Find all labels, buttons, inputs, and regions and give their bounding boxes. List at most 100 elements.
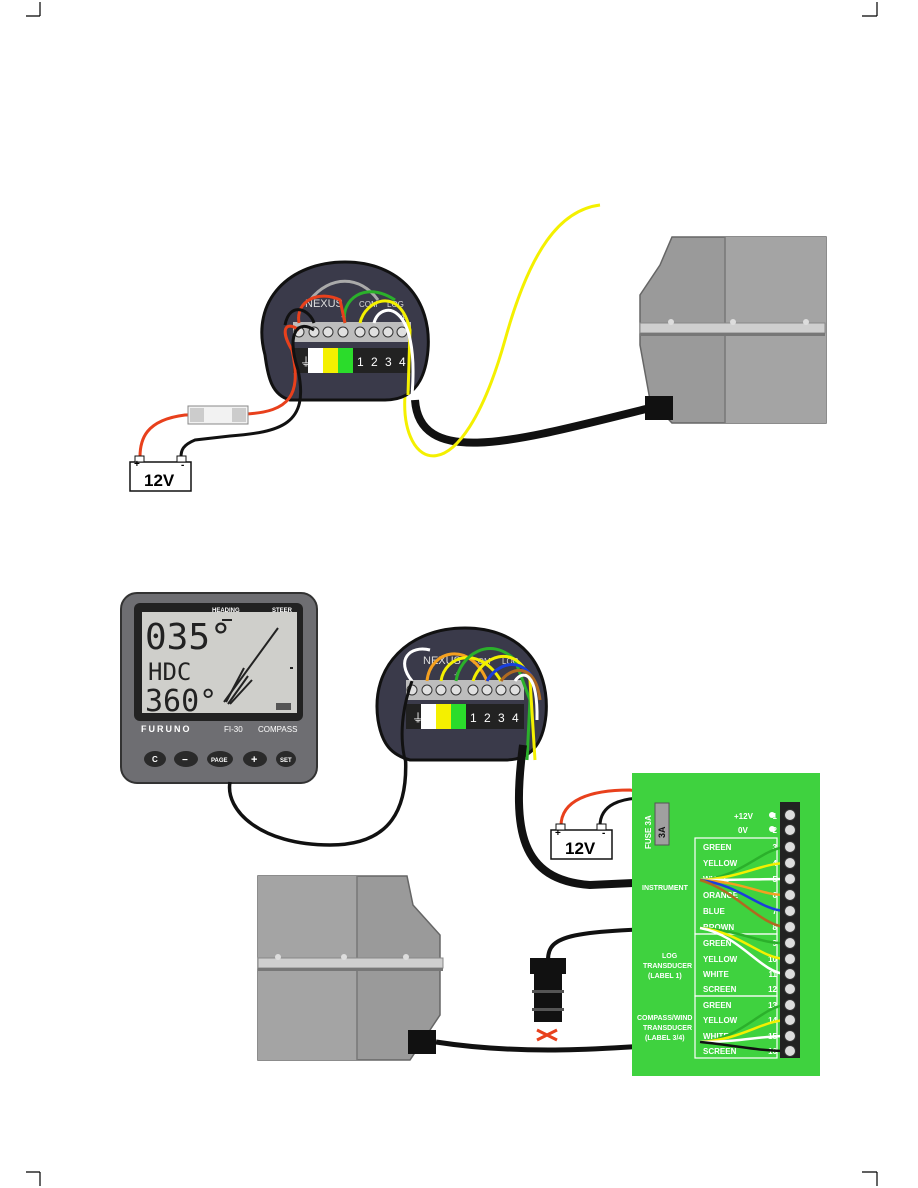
- top-yellow-antenna-wire: [403, 203, 601, 458]
- button-minus[interactable]: [174, 751, 198, 767]
- bottom-transducer-unit: [257, 875, 444, 1061]
- board-row-label: WHITE: [703, 1032, 729, 1041]
- display-buttons: C − PAGE + SET: [144, 751, 296, 767]
- board-log-rows: GREEN YELLOW WHITE SCREEN: [703, 939, 738, 994]
- top-terminal-3: 3: [385, 355, 392, 369]
- bottom-battery: + - 12V: [550, 788, 776, 860]
- board-fuse-value: 3A: [657, 826, 667, 838]
- button-c[interactable]: [144, 751, 166, 767]
- board-compass-label-2: TRANSDUCER: [643, 1025, 692, 1032]
- top-battery-plus: +: [134, 459, 140, 470]
- top-ground-symbol: ⏚: [300, 355, 312, 369]
- board-terminal-num: 10: [768, 955, 777, 964]
- board-row-label: BROWN: [703, 923, 734, 932]
- display-line1: 035°: [145, 617, 232, 658]
- bottom-diagram: HEADING STEER 035° HDC 360° FURUNO FI-30…: [120, 592, 820, 1076]
- board-terminal-num: 6: [773, 891, 778, 900]
- board-log-wires: [699, 926, 786, 976]
- button-set[interactable]: [276, 751, 296, 767]
- board-log-label-1: LOG: [662, 953, 678, 960]
- board-row-label: SCREEN: [703, 1047, 737, 1056]
- top-red-wire: [138, 324, 300, 458]
- board-row-label: GREEN: [703, 1001, 732, 1010]
- top-terminal-numbers: 1 2 3 4: [357, 355, 406, 369]
- board-row-label: GREEN: [703, 939, 732, 948]
- board-compass-label-3: (LABEL 3/4): [645, 1035, 685, 1042]
- board-row-label: SCREEN: [703, 985, 737, 994]
- board-row-label: YELLOW: [703, 955, 738, 964]
- board-log-label-3: (LABEL 1): [648, 973, 682, 980]
- board-row-label: YELLOW: [703, 859, 738, 868]
- board-terminal-num: 13: [768, 1001, 777, 1010]
- bottom-red-wire: [559, 788, 776, 827]
- bottom-battery-minus: -: [602, 828, 605, 839]
- display-function: COMPASS: [258, 725, 297, 734]
- board-terminal-screws: [784, 809, 796, 1057]
- top-terminal-4: 4: [399, 355, 406, 369]
- button-plus-label: +: [251, 754, 257, 766]
- bottom-log-label: LOG: [502, 657, 519, 666]
- top-inline-fuse: [187, 405, 249, 425]
- display-brand: FURUNO: [141, 724, 192, 734]
- board-log-label-2: TRANSDUCER: [643, 963, 692, 970]
- top-com-label: COM: [359, 300, 378, 309]
- bottom-terminal-2: 2: [484, 711, 491, 725]
- board-fuse-label: FUSE 3A: [644, 815, 653, 849]
- board-terminal-num: 14: [768, 1016, 777, 1025]
- top-black-wire: [179, 324, 315, 458]
- board-instrument-wires: [699, 845, 786, 929]
- top-terminal-screws: [293, 326, 408, 338]
- button-page-label: PAGE: [211, 758, 228, 764]
- display-heading-label: HEADING: [212, 608, 240, 614]
- bottom-terminal-1: 1: [470, 711, 477, 725]
- button-minus-label: −: [182, 755, 188, 766]
- top-battery-minus: -: [181, 460, 184, 471]
- board-row-label: BLUE: [703, 907, 725, 916]
- board-fuse: [654, 802, 670, 846]
- display-line2: HDC: [148, 658, 191, 686]
- crop-marks: [26, 2, 878, 1186]
- board-terminal-num: 1: [773, 812, 778, 821]
- top-terminal-2: 2: [371, 355, 378, 369]
- button-set-label: SET: [280, 758, 292, 764]
- display-cable: [227, 749, 408, 847]
- bottom-battery-label: 12V: [565, 839, 596, 858]
- board-power-2-label: 0V: [738, 826, 748, 835]
- display-steer-label: STEER: [272, 608, 293, 614]
- top-transducer-unit: [639, 236, 827, 424]
- bottom-ground-symbol: ⏚: [412, 711, 424, 725]
- top-terminal-4-label: 4: [400, 312, 405, 322]
- top-terminal-1: 1: [357, 355, 364, 369]
- top-diagram: ⏚ 1 2 3 4 NEXUS COM LOG 4 + -: [129, 203, 827, 492]
- board-row-label: WHITE: [703, 970, 729, 979]
- fi30-display: HEADING STEER 035° HDC 360° FURUNO FI-30…: [120, 592, 318, 784]
- button-c-label: C: [152, 755, 158, 764]
- bottom-cable-gland: [408, 1030, 436, 1054]
- board-power-1-label: +12V: [734, 812, 754, 821]
- board-compass-wires: [699, 1003, 786, 1053]
- instrument-cable: [515, 744, 701, 890]
- bottom-battery-plus: +: [555, 828, 561, 839]
- bottom-terminal-3: 3: [498, 711, 505, 725]
- board-terminal-num: 2: [773, 826, 778, 835]
- bottom-terminal-4: 4: [512, 711, 519, 725]
- top-battery-label: 12V: [144, 471, 175, 490]
- display-compass-needle: [222, 619, 293, 705]
- board-compass-rows: GREEN YELLOW WHITE SCREEN: [703, 1001, 738, 1056]
- board-terminal-num: 12: [768, 985, 777, 994]
- board-compass-label-1: COMPASS/WIND: [637, 1015, 692, 1022]
- display-model: FI-30: [224, 725, 243, 734]
- board-row-label: ORANGE: [703, 891, 739, 900]
- board-terminal-num: 11: [769, 970, 778, 979]
- interface-board: 3A FUSE 3A +12V 0V INSTRUMENT LOG TRANSD…: [632, 773, 820, 1076]
- top-transducer-cable: [411, 399, 651, 447]
- button-plus[interactable]: [243, 751, 267, 767]
- board-terminal-num: 3: [773, 843, 778, 852]
- bottom-terminal-numbers: 1 2 3 4: [470, 711, 519, 725]
- board-row-label: YELLOW: [703, 1016, 738, 1025]
- display-line3: 360°: [145, 684, 217, 719]
- board-row-label: GREEN: [703, 843, 732, 852]
- button-page[interactable]: [207, 751, 233, 767]
- board-instrument-label: INSTRUMENT: [642, 885, 689, 892]
